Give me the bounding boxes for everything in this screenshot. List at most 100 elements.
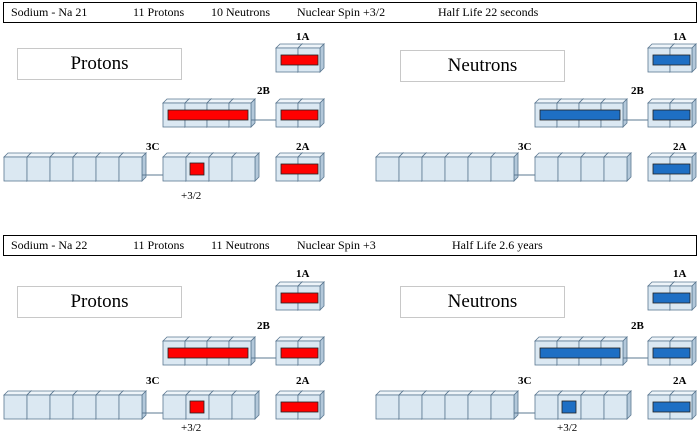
neutron-2A-fill bbox=[652, 163, 691, 175]
shell-cell-top bbox=[398, 152, 427, 158]
shell-cell bbox=[603, 394, 628, 420]
shell-cell-side bbox=[250, 336, 256, 366]
shell-label-2A: 2A bbox=[296, 141, 310, 153]
shell-cell-top bbox=[398, 390, 427, 396]
shell-cell bbox=[95, 394, 120, 420]
proton-count: 11 Protons bbox=[133, 238, 185, 252]
neutron-2Bb-fill bbox=[652, 109, 691, 121]
shell-cell-side bbox=[691, 43, 697, 73]
shell-cell-top bbox=[421, 390, 450, 396]
shell-cell bbox=[49, 156, 74, 182]
proton-1A-fill bbox=[280, 292, 319, 304]
shell-cell-side bbox=[691, 336, 697, 366]
shell-cell bbox=[231, 394, 256, 420]
shell-cell bbox=[398, 394, 423, 420]
shell-cell-top bbox=[444, 152, 473, 158]
shell-cell-side bbox=[626, 152, 632, 182]
shell-cell bbox=[72, 156, 97, 182]
shell-cell bbox=[490, 156, 515, 182]
neutron-1A-fill bbox=[652, 54, 691, 66]
shell-cell bbox=[26, 394, 51, 420]
shell-cell-top bbox=[72, 390, 101, 396]
shell-cell-top bbox=[26, 152, 55, 158]
shell-cell-side bbox=[513, 152, 519, 182]
proton-2Bb-fill bbox=[280, 347, 319, 359]
shell-label-2A: 2A bbox=[673, 141, 687, 153]
neutron-2A-fill bbox=[652, 401, 691, 413]
half-life: Half Life 22 seconds bbox=[438, 5, 539, 19]
shell-label-2B: 2B bbox=[257, 320, 270, 332]
shell-cell-top bbox=[49, 152, 78, 158]
shell-cell-top bbox=[603, 390, 632, 396]
shell-cell-side bbox=[691, 281, 697, 311]
shell-cell bbox=[490, 394, 515, 420]
shell-label-2B: 2B bbox=[631, 320, 644, 332]
shell-cell bbox=[467, 156, 492, 182]
isotope-name: Sodium - Na 22 bbox=[11, 238, 88, 252]
shell-cell-top bbox=[490, 152, 519, 158]
proton-1A-fill bbox=[280, 54, 319, 66]
proton-2A-fill bbox=[280, 163, 319, 175]
shell-cell bbox=[467, 394, 492, 420]
shell-label-3C: 3C bbox=[146, 141, 160, 153]
shell-cell-top bbox=[3, 390, 32, 396]
shell-cell-top bbox=[557, 390, 586, 396]
shell-cell bbox=[534, 156, 559, 182]
shell-cell bbox=[208, 394, 233, 420]
shell-cell bbox=[557, 156, 582, 182]
neutron-count: 10 Neutrons bbox=[211, 5, 270, 19]
shell-label-1A: 1A bbox=[673, 31, 687, 43]
nuclear-spin: Nuclear Spin +3/2 bbox=[297, 5, 386, 19]
neutron-count: 11 Neutrons bbox=[211, 238, 270, 252]
shell-cell bbox=[26, 156, 51, 182]
shell-cell bbox=[580, 156, 605, 182]
shell-cell-side bbox=[319, 152, 325, 182]
shell-cell-top bbox=[421, 152, 450, 158]
proton-2Bb-fill bbox=[280, 109, 319, 121]
shell-cell-top bbox=[375, 390, 404, 396]
shell-cell-side bbox=[622, 98, 628, 128]
neutrons-label: Neutrons bbox=[400, 50, 565, 82]
shell-cell-top bbox=[208, 152, 237, 158]
protons-label: Protons bbox=[17, 48, 182, 80]
shell-cell bbox=[95, 156, 120, 182]
shell-cell-side bbox=[622, 336, 628, 366]
neutrons-label: Neutrons bbox=[400, 286, 565, 318]
shell-cell-side bbox=[513, 390, 519, 420]
shell-cell-top bbox=[162, 390, 191, 396]
shell-cell-top bbox=[534, 390, 563, 396]
shell-label-1A: 1A bbox=[296, 268, 310, 280]
shell-cell-side bbox=[319, 98, 325, 128]
shell-cell bbox=[375, 156, 400, 182]
shell-cell-top bbox=[162, 152, 191, 158]
shell-cell-top bbox=[185, 152, 214, 158]
shell-cell-top bbox=[118, 152, 147, 158]
shell-cell bbox=[534, 394, 559, 420]
shell-cell-top bbox=[603, 152, 632, 158]
shell-cell bbox=[72, 394, 97, 420]
shell-cell bbox=[3, 156, 28, 182]
panel2-header: Sodium - Na 22 11 Protons 11 Neutrons Nu… bbox=[3, 235, 697, 256]
shell-cell-top bbox=[580, 152, 609, 158]
shell-cell-side bbox=[691, 152, 697, 182]
neutron-2B-fill bbox=[539, 109, 621, 121]
shell-label-1A: 1A bbox=[296, 31, 310, 43]
shell-cell-top bbox=[118, 390, 147, 396]
shell-label-2A: 2A bbox=[673, 375, 687, 387]
proton-3C-fill bbox=[189, 162, 205, 176]
half-life: Half Life 2.6 years bbox=[452, 238, 543, 252]
shell-cell-top bbox=[580, 390, 609, 396]
shell-cell bbox=[162, 156, 187, 182]
shell-cell-top bbox=[375, 152, 404, 158]
nuclear-spin: Nuclear Spin +3 bbox=[297, 238, 376, 252]
isotope-name: Sodium - Na 21 bbox=[11, 5, 88, 19]
proton-3C-fill bbox=[189, 400, 205, 414]
shell-cell bbox=[421, 394, 446, 420]
shell-cell bbox=[118, 156, 143, 182]
proton-count: 11 Protons bbox=[133, 5, 185, 19]
shell-cell-top bbox=[231, 390, 260, 396]
shell-cell-side bbox=[626, 390, 632, 420]
shell-label-3C: 3C bbox=[518, 141, 532, 153]
shell-cell-top bbox=[95, 152, 124, 158]
